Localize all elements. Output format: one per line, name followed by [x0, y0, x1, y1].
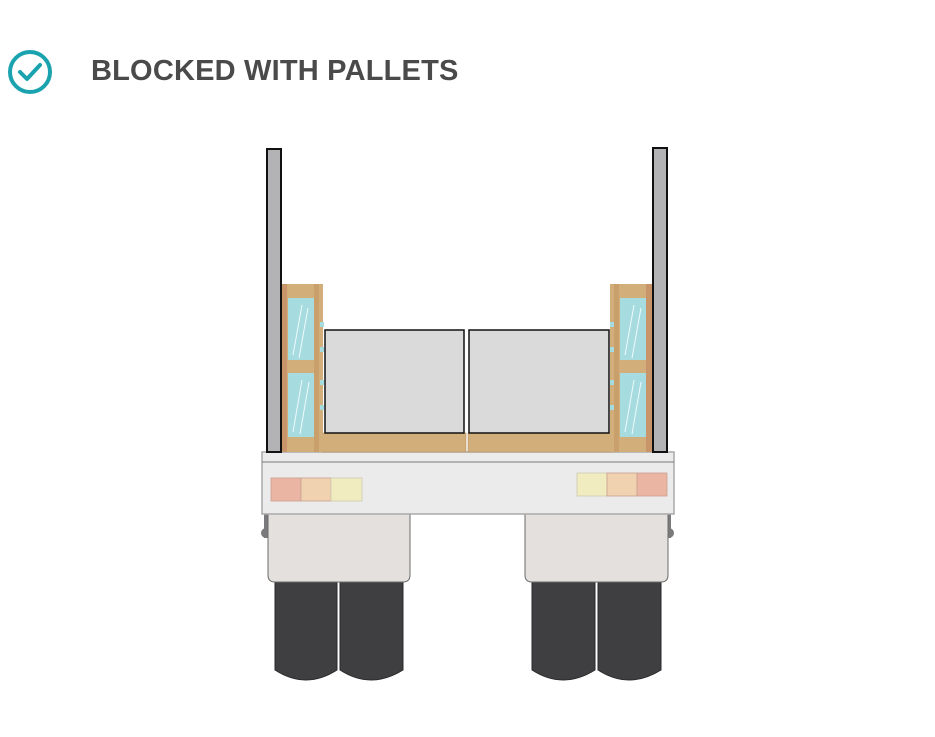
- right-pallet: [610, 284, 652, 452]
- page-title: BLOCKED WITH PALLETS: [91, 55, 459, 87]
- tail-lights-right: [576, 472, 668, 497]
- left-pallet: [281, 284, 324, 452]
- check-circle-icon: [8, 50, 52, 94]
- cargo-boxes: [324, 329, 610, 434]
- tires: [274, 574, 662, 681]
- fenders: [267, 512, 669, 583]
- side-stakes: [266, 147, 668, 453]
- header: BLOCKED WITH PALLETS: [0, 44, 935, 104]
- bottom-pallet: [321, 432, 615, 453]
- tail-lights-left: [270, 477, 363, 502]
